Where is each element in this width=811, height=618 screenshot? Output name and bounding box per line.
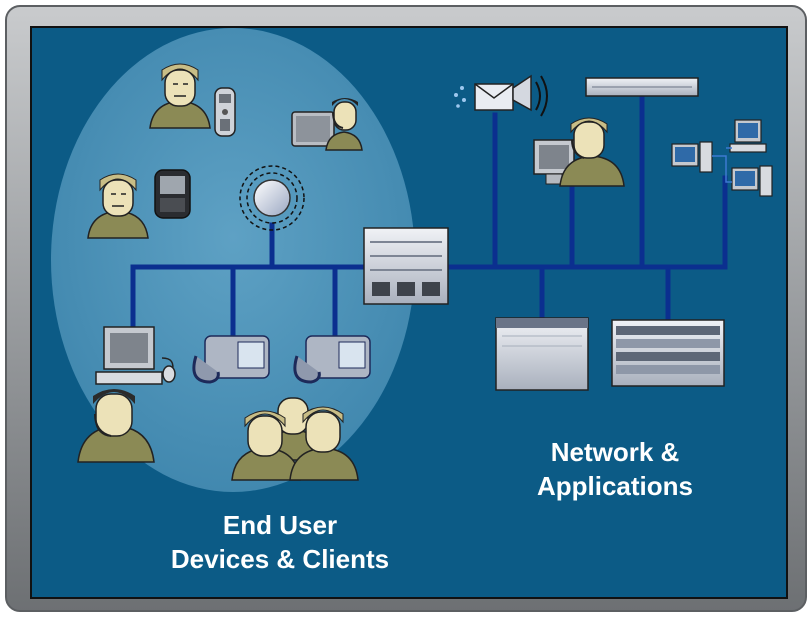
email-voice-icon (454, 74, 548, 117)
computer-workstation-icon (95, 326, 176, 385)
network-applications-label: Network & Applications (495, 435, 735, 503)
end-user-devices-label: End User Devices & Clients (95, 508, 465, 576)
blackberry-icon (154, 169, 191, 219)
server-icon (495, 317, 589, 391)
ip-phone-icon (293, 335, 371, 384)
wireless-access-point-icon (239, 165, 305, 231)
network-label-line1: Network & (550, 437, 680, 467)
person-icon (87, 173, 149, 239)
person-icon (149, 63, 211, 129)
network-label-line2: Applications (536, 471, 693, 501)
end-user-label-line1: End User (222, 510, 338, 540)
end-user-label-line2: Devices & Clients (170, 544, 390, 574)
agent-headset-icon (533, 117, 625, 187)
group-people-icon (231, 397, 359, 481)
rack-device-icon (585, 77, 699, 97)
agent-headset-icon (77, 389, 155, 463)
person-headset-laptop-icon (291, 98, 363, 151)
network-connections (130, 92, 728, 338)
pc-cluster-icon (671, 119, 773, 197)
mobile-phone-icon (214, 87, 236, 137)
server-rack-icon (611, 319, 725, 387)
router-icon (363, 227, 449, 305)
ip-phone-icon (192, 335, 270, 384)
